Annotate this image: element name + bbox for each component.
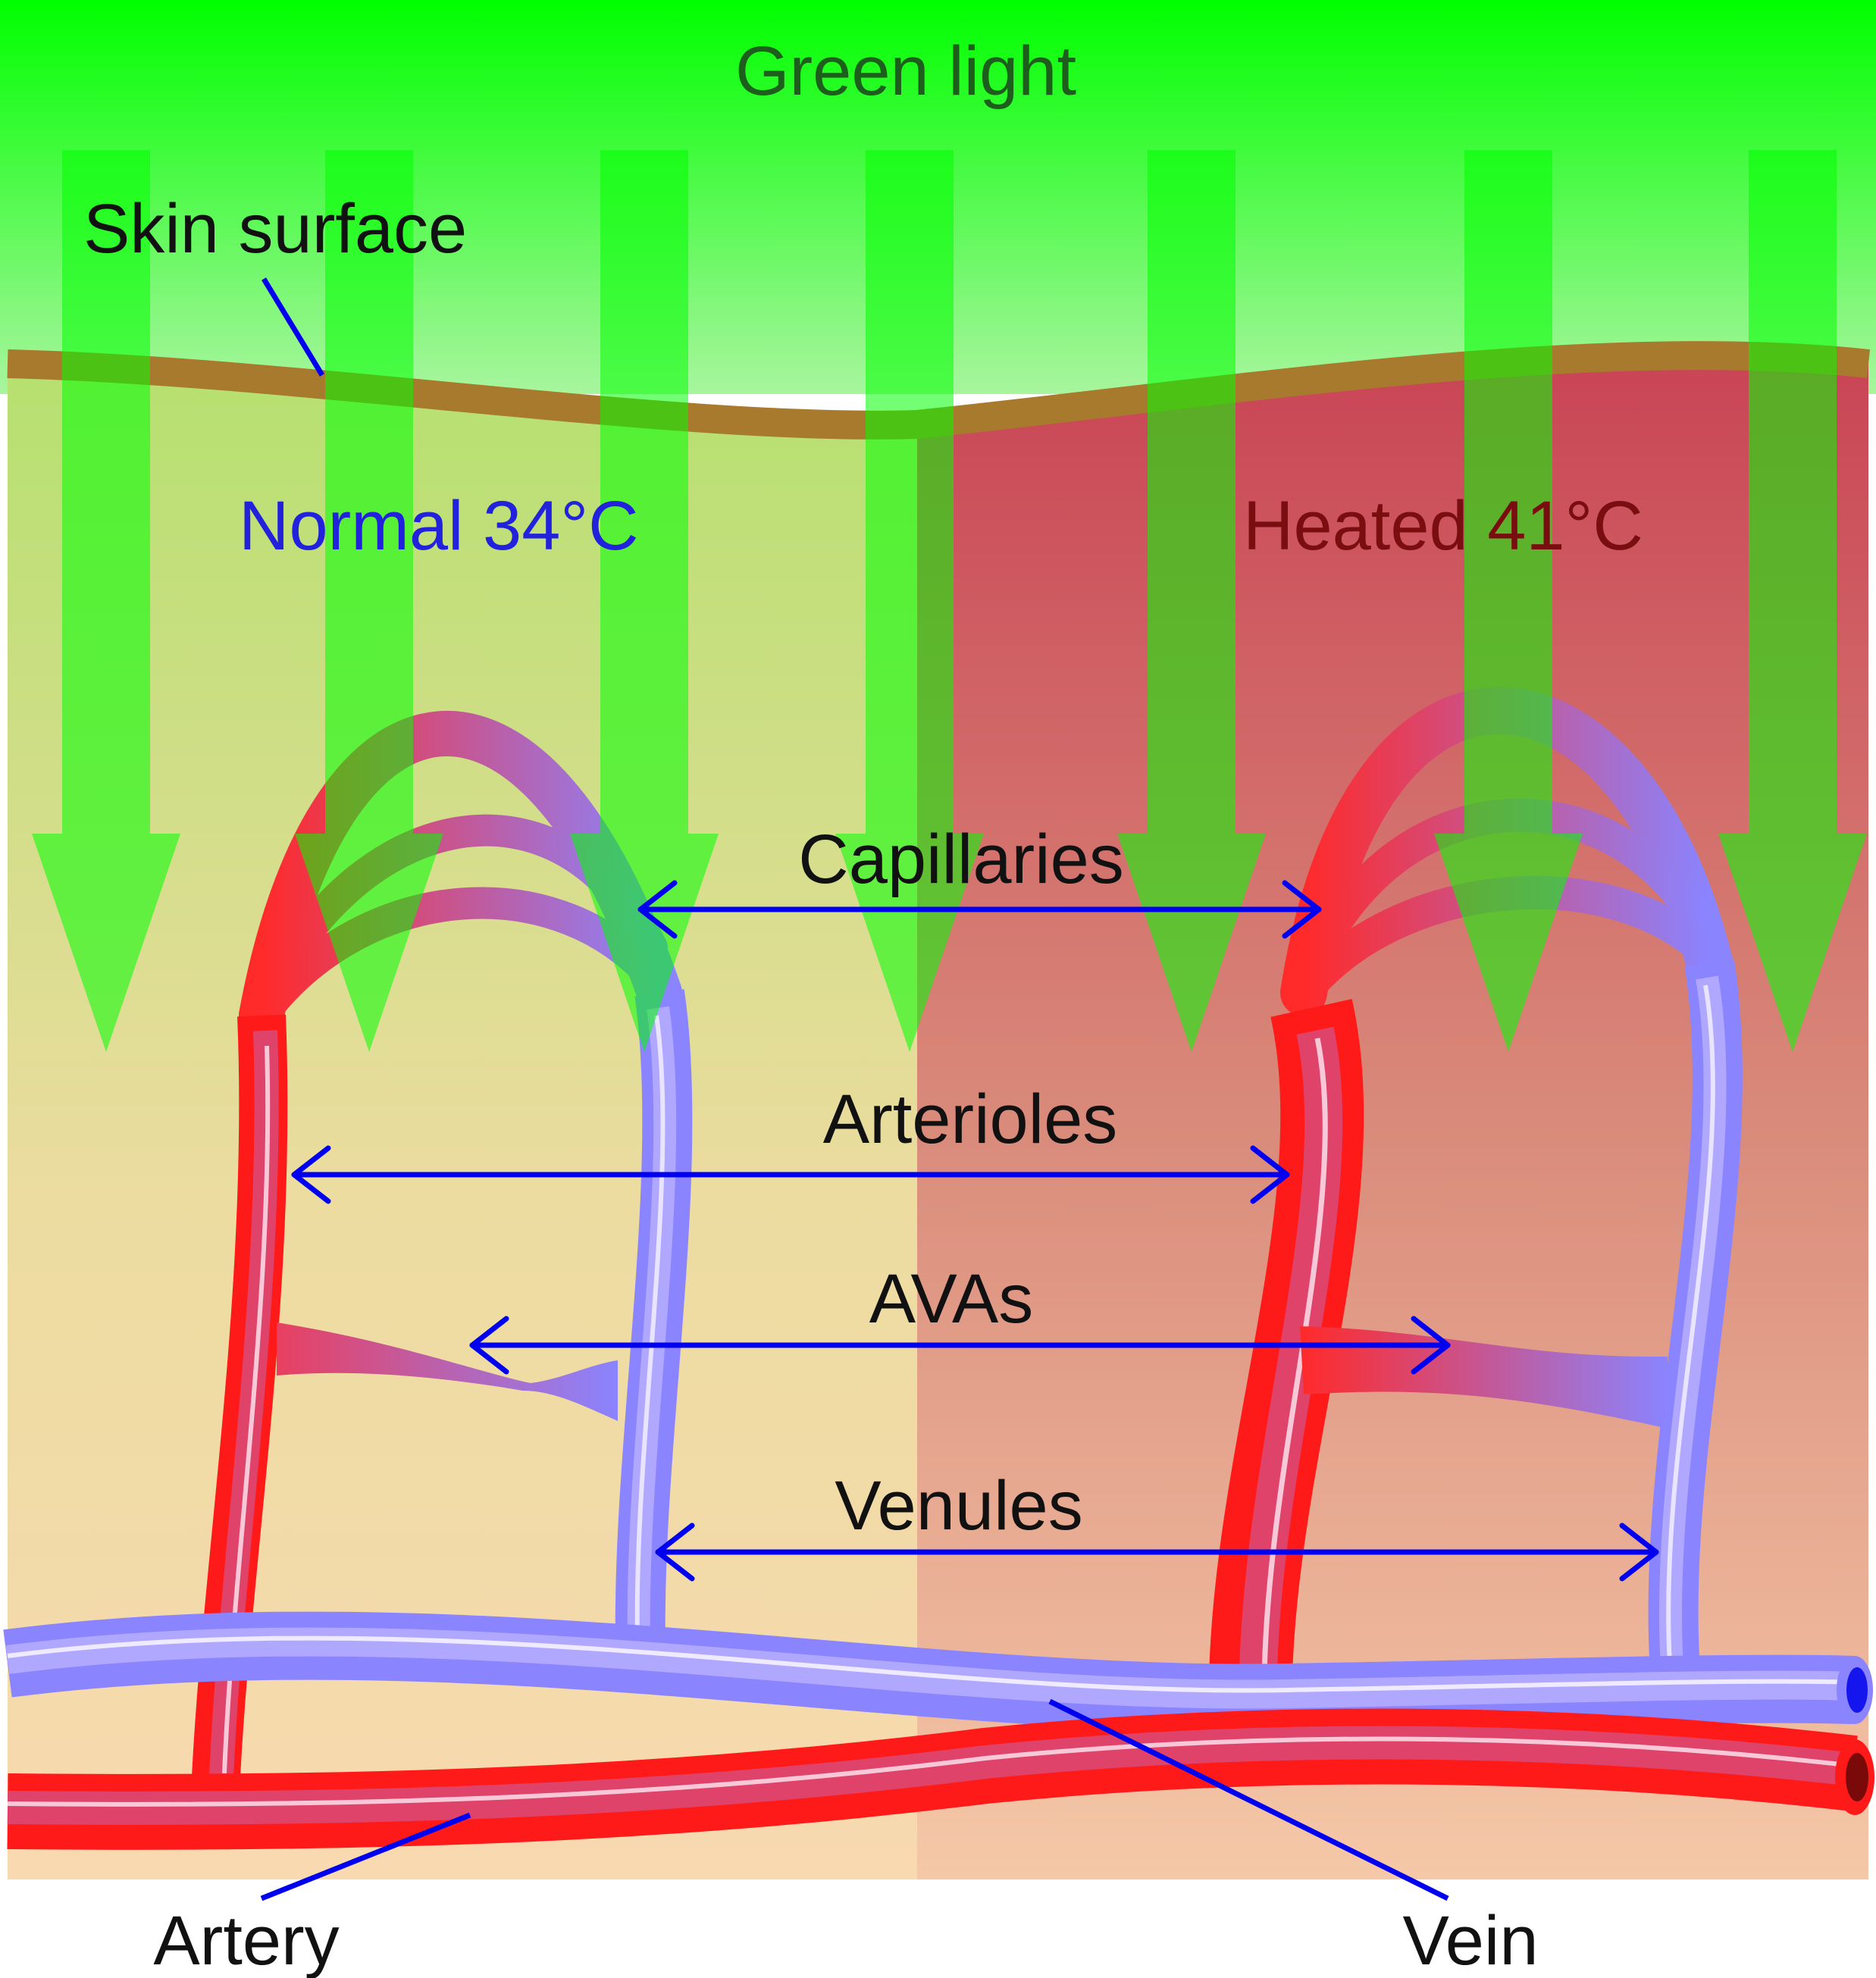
artery-main [7, 1708, 1858, 1850]
artery-lumen-icon [1846, 1753, 1868, 1801]
venules-double-arrow-icon [655, 1523, 1659, 1582]
avas-double-arrow-icon [469, 1316, 1451, 1375]
skin-surface-pointer [262, 277, 324, 377]
normal-temperature-label: Normal 34°C [239, 487, 639, 565]
venule-left [615, 989, 693, 1649]
capillaries-label: Capillaries [798, 821, 1124, 898]
measure-arrows [291, 880, 1659, 1582]
green-light-arrows [32, 150, 1867, 1052]
pointer-lines [260, 277, 1449, 1901]
down-arrow-icon [570, 150, 719, 1052]
down-arrow-icon [295, 150, 443, 1052]
ava-right [1300, 1326, 1668, 1429]
avas-label: AVAs [869, 1260, 1033, 1338]
ava-left [277, 1322, 618, 1421]
down-arrow-icon [32, 150, 180, 1052]
capillaries-double-arrow-icon [637, 880, 1322, 939]
artery-label: Artery [153, 1902, 339, 1978]
down-arrow-icon [835, 150, 984, 1052]
venules-label: Venules [835, 1467, 1082, 1545]
heated-temperature-label: Heated 41°C [1243, 487, 1643, 565]
arterioles-label: Arterioles [823, 1081, 1118, 1158]
vein-lumen-icon [1846, 1667, 1868, 1713]
down-arrow-icon [1434, 150, 1583, 1052]
vein-label: Vein [1402, 1902, 1538, 1978]
arterioles-double-arrow-icon [291, 1145, 1290, 1204]
green-light-label: Green light [735, 33, 1076, 110]
vein-pointer [1048, 1698, 1449, 1901]
artery-pointer [260, 1812, 471, 1901]
vein-main [3, 1611, 1855, 1732]
down-arrow-icon [1117, 150, 1266, 1052]
skin-surface-label: Skin surface [83, 190, 467, 268]
venule-right [1648, 958, 1743, 1673]
down-arrow-icon [1718, 150, 1867, 1052]
